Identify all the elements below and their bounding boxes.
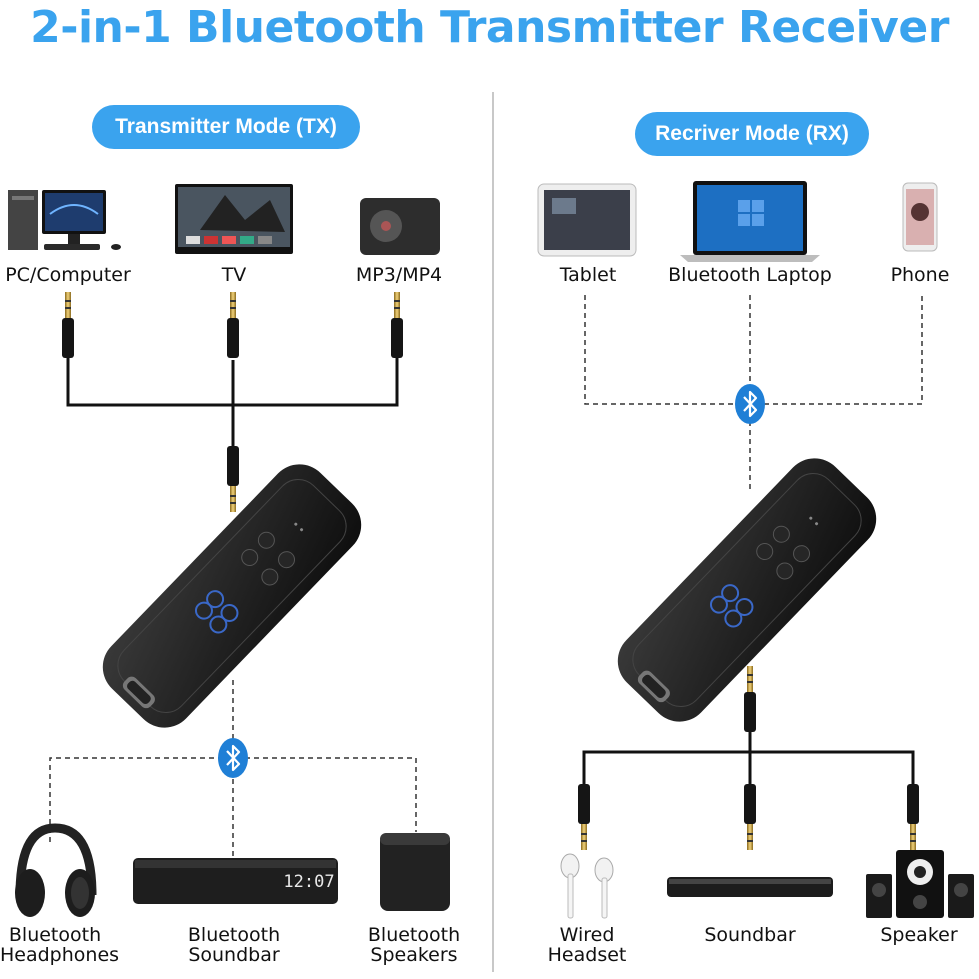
bluetooth-link-rx (584, 295, 923, 490)
transmitter-mode-badge: Transmitter Mode (TX) (92, 105, 360, 149)
page-title: 2-in-1 Bluetooth Transmitter Receiver (30, 2, 949, 53)
speaker-icon (380, 833, 450, 911)
soundbar-icon (133, 858, 338, 904)
output-label-headphones-line1: Bluetooth (8, 924, 102, 946)
headphones-icon (15, 823, 97, 917)
speaker-system-icon (866, 850, 974, 918)
source-label-tv: TV (221, 264, 247, 286)
tv-icon (175, 184, 293, 254)
mp3-player-icon (360, 198, 440, 255)
aux-plug-headset (578, 784, 590, 850)
source-label-laptop: Bluetooth Laptop (668, 264, 832, 286)
receiver-device (617, 458, 877, 722)
output-label-speakers-line1: Bluetooth (367, 924, 461, 946)
section-divider (492, 92, 494, 972)
source-label-phone: Phone (890, 264, 950, 286)
output-label-headset-line2: Headset (547, 944, 627, 966)
aux-cable-harness-rx (582, 730, 915, 785)
aux-plug-rx-device (744, 666, 756, 732)
output-label-speakers-line2: Speakers (370, 944, 458, 966)
source-label-tablet: Tablet (559, 264, 617, 286)
source-label-mp3: MP3/MP4 (355, 264, 443, 286)
desktop-computer-icon (8, 190, 121, 250)
aux-plug-speaker (907, 784, 919, 850)
phone-icon (902, 182, 938, 252)
output-label-headset-line1: Wired (559, 924, 615, 946)
transmitter-device (102, 464, 362, 728)
tablet-icon (537, 183, 637, 257)
laptop-icon (680, 181, 820, 262)
soundbar-display: 12:07 (283, 872, 335, 892)
output-label-soundbar-line1: Bluetooth (187, 924, 281, 946)
bluetooth-link-tx (49, 680, 417, 858)
output-label-soundbar-rx: Soundbar (704, 924, 796, 946)
output-label-soundbar-line2: Soundbar (188, 944, 280, 966)
source-label-pc: PC/Computer (5, 264, 131, 286)
output-label-headphones-line2: Headphones (0, 944, 120, 966)
aux-plug-soundbar (744, 784, 756, 850)
soundbar-icon (667, 877, 833, 897)
receiver-mode-badge: Recriver Mode (RX) (635, 112, 869, 156)
wired-headset-icon (560, 853, 614, 919)
aux-cable-harness (66, 356, 399, 448)
bluetooth-badge-icon (733, 382, 767, 426)
output-label-speaker-rx: Speaker (880, 924, 958, 946)
